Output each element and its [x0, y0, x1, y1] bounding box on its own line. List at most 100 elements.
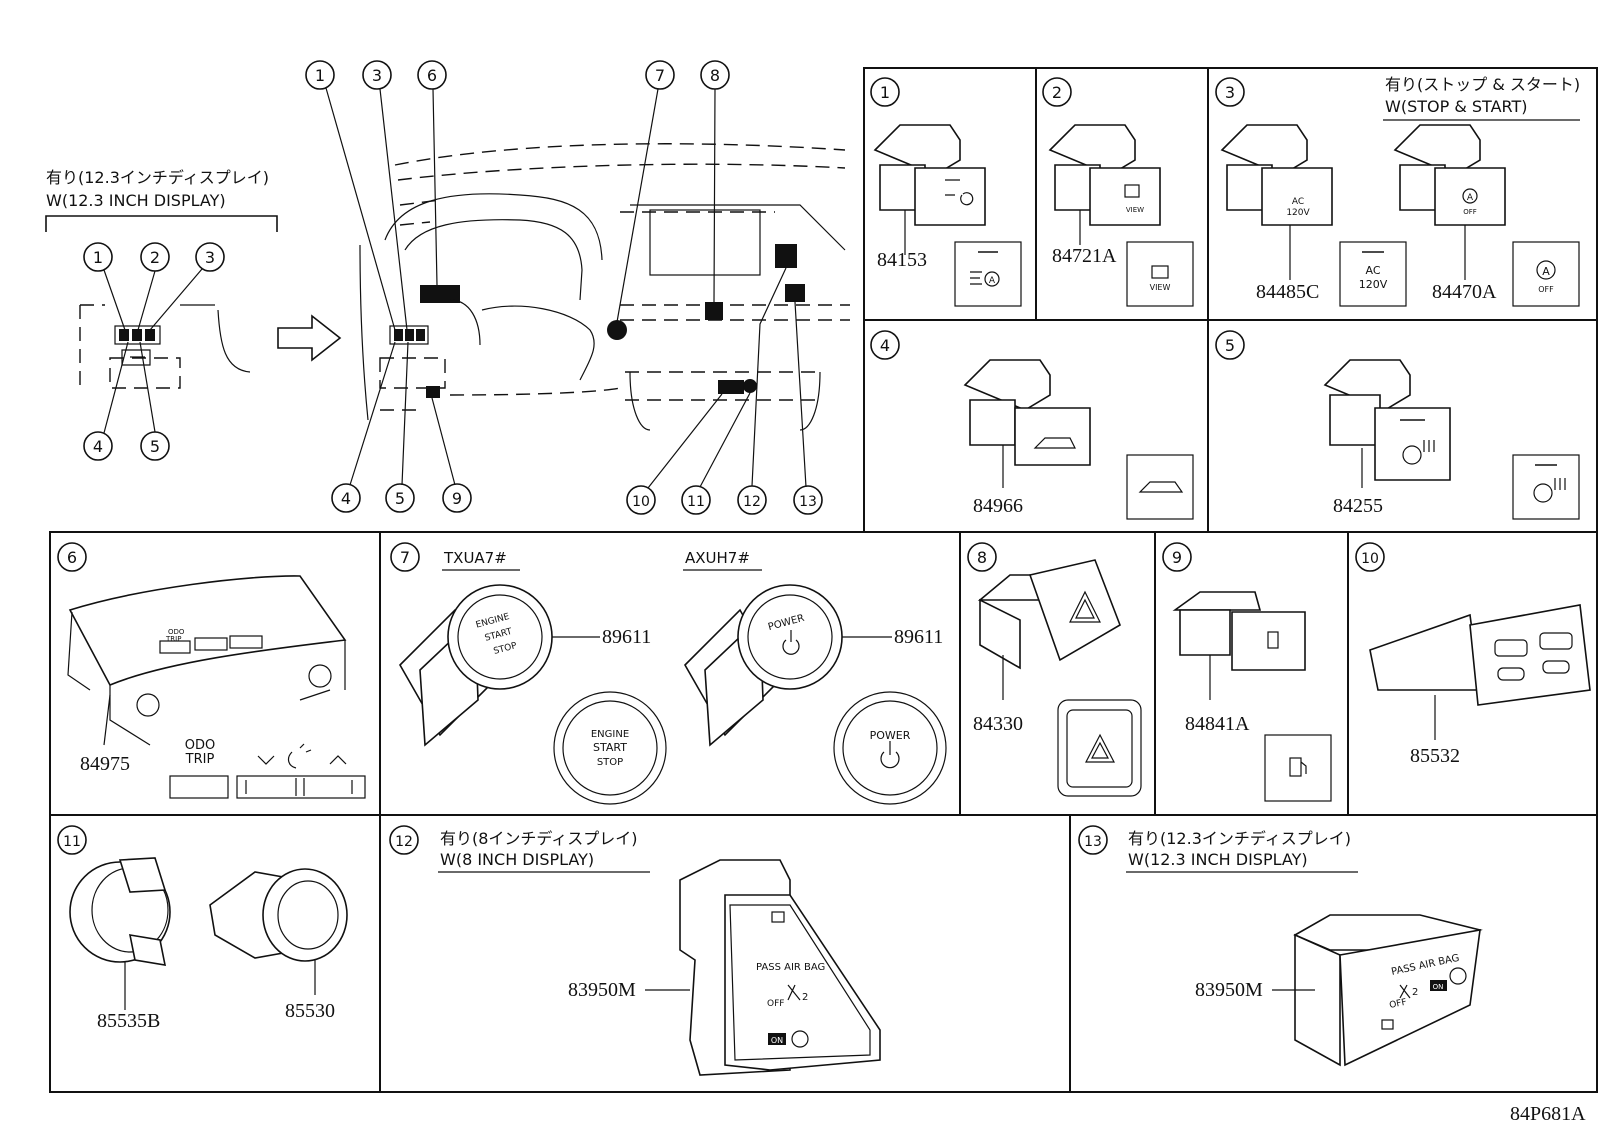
headlamp-leveling-icon — [970, 271, 982, 285]
overview-callout-10: 10 — [632, 494, 650, 510]
switch-face-headlamp — [954, 241, 1022, 307]
switch-face-stop-start-off — [1512, 241, 1580, 307]
overview-callout-12: 12 — [743, 494, 761, 510]
panel-7-model-b: AXUH7# — [685, 549, 750, 567]
part-number-84721A: 84721A — [1052, 245, 1117, 267]
panel-2-callout: 2 — [1052, 83, 1062, 102]
panel-11-callout: 11 — [63, 834, 81, 850]
part-number-89611-engine: 89611 — [602, 626, 651, 648]
panel-7: 7 TXUA7# AXUH7# ENGINE START STOP 89611 … — [390, 542, 947, 805]
overview-callout-11: 11 — [687, 494, 705, 510]
panel-7-callout: 7 — [400, 548, 410, 567]
part-number-83950M-8in: 83950M — [568, 979, 636, 1001]
illumination-icon — [287, 743, 312, 769]
steering-heater-icon — [1533, 483, 1553, 503]
svg-text:PASS AIR BAG: PASS AIR BAG — [756, 962, 825, 973]
svg-text:OFF: OFF — [1538, 285, 1554, 294]
svg-text:ON: ON — [1433, 983, 1444, 991]
part-number-85530: 85530 — [285, 1000, 335, 1022]
svg-text:TRIP: TRIP — [185, 752, 215, 767]
panel-3-callout: 3 — [1225, 83, 1235, 102]
dashboard-overview: 1 3 6 7 8 4 5 9 10 11 12 13 — [305, 60, 850, 515]
airbag-on-icon — [791, 1030, 809, 1048]
switch-face-power-backdoor — [1126, 454, 1194, 520]
panel-2: 2 VIEW 84721A VIEW — [1042, 77, 1194, 307]
panel-12-header-jp: 有り(8インチディスプレイ) — [440, 829, 638, 848]
inset-group: 有り(12.3インチディスプレイ) W(12.3 INCH DISPLAY) 1… — [45, 168, 342, 461]
inset-callout-3: 3 — [205, 248, 215, 267]
panel-1-callout: 1 — [880, 83, 890, 102]
svg-text:A: A — [1542, 265, 1550, 278]
panel-12-callout: 12 — [395, 834, 413, 850]
svg-text:2: 2 — [802, 992, 808, 1003]
inset-callout-2: 2 — [150, 248, 160, 267]
inset-header-en: W(12.3 INCH DISPLAY) — [46, 191, 226, 210]
switch-face-ac120v — [1339, 241, 1407, 307]
panel-12-header-en: W(8 INCH DISPLAY) — [440, 850, 594, 869]
camera-view-icon — [1151, 265, 1169, 279]
svg-text:TRIP: TRIP — [165, 635, 181, 643]
inset-header-jp: 有り(12.3インチディスプレイ) — [46, 168, 269, 187]
lock-icon — [771, 911, 785, 923]
panel-6: 6 ODO TRIP 84975 ODO TRIP — [57, 542, 366, 799]
part-number-84470A: 84470A — [1432, 281, 1497, 303]
part-number-84485C: 84485C — [1256, 281, 1319, 303]
svg-text:OFF: OFF — [1463, 208, 1477, 216]
part-number-89611-power: 89611 — [894, 626, 943, 648]
panel-3-header-en: W(STOP & START) — [1385, 97, 1527, 116]
overview-callout-1: 1 — [315, 66, 325, 85]
panel-1: 1 84153 A — [870, 77, 1022, 307]
fuel-door-icon — [1267, 631, 1279, 649]
panel-13-header-en: W(12.3 INCH DISPLAY) — [1128, 850, 1308, 869]
svg-text:120V: 120V — [1359, 278, 1388, 291]
part-number-84975: 84975 — [80, 753, 130, 775]
panel-6-callout: 6 — [67, 548, 77, 567]
svg-text:STOP: STOP — [597, 757, 623, 768]
power-icon — [782, 630, 800, 655]
panel-3-header-jp: 有り(ストップ & スタート) — [1385, 75, 1580, 94]
panel-3: 3 有り(ストップ & スタート) W(STOP & START) AC 120… — [1215, 75, 1580, 307]
power-icon — [880, 741, 900, 769]
panel-12: 12 有り(8インチディスプレイ) W(8 INCH DISPLAY) PASS… — [389, 825, 881, 1076]
inset-callout-4: 4 — [93, 437, 103, 456]
part-number-84153: 84153 — [877, 249, 927, 271]
power-button-face — [833, 691, 947, 805]
part-number-85535B: 85535B — [97, 1010, 160, 1032]
overview-callout-5: 5 — [395, 489, 405, 508]
lock-icon — [1381, 1019, 1394, 1030]
svg-text:120V: 120V — [1286, 208, 1310, 218]
power-back-door-icon — [1138, 481, 1184, 493]
overview-callout-9: 9 — [452, 489, 462, 508]
svg-text:OFF: OFF — [1389, 998, 1408, 1011]
part-number-85532: 85532 — [1410, 745, 1460, 767]
svg-text:ENGINE: ENGINE — [591, 729, 629, 740]
svg-text:VIEW: VIEW — [1150, 283, 1171, 292]
airbag-off-icon — [787, 984, 801, 1001]
panel-8-callout: 8 — [977, 548, 987, 567]
auto-stop-icon — [1536, 260, 1556, 280]
svg-text:ODO: ODO — [185, 738, 215, 753]
chevron-down-icon — [257, 755, 275, 765]
panel-9-callout: 9 — [1172, 548, 1182, 567]
part-number-83950M-12in: 83950M — [1195, 979, 1263, 1001]
airbag-on-icon — [1449, 967, 1467, 985]
part-number-84255: 84255 — [1333, 495, 1383, 517]
part-number-84330: 84330 — [973, 713, 1023, 735]
inset-callout-1: 1 — [93, 248, 103, 267]
overview-callout-8: 8 — [710, 66, 720, 85]
panel-4: 4 84966 — [870, 330, 1194, 520]
engine-start-button-face — [553, 691, 667, 805]
panel-4-callout: 4 — [880, 336, 890, 355]
panel-11: 11 85535B 85530 — [57, 825, 348, 1032]
airbag-off-icon — [1399, 984, 1411, 999]
svg-text:POWER: POWER — [870, 729, 911, 742]
svg-text:A: A — [1467, 193, 1474, 203]
fuel-door-switch-face — [1264, 734, 1332, 802]
chevron-up-icon — [329, 755, 347, 765]
panel-5-callout: 5 — [1225, 336, 1235, 355]
switch-face-steering-heater — [1512, 454, 1580, 520]
fuel-door-icon — [1289, 757, 1302, 777]
brightness-rocker-face — [236, 775, 366, 799]
